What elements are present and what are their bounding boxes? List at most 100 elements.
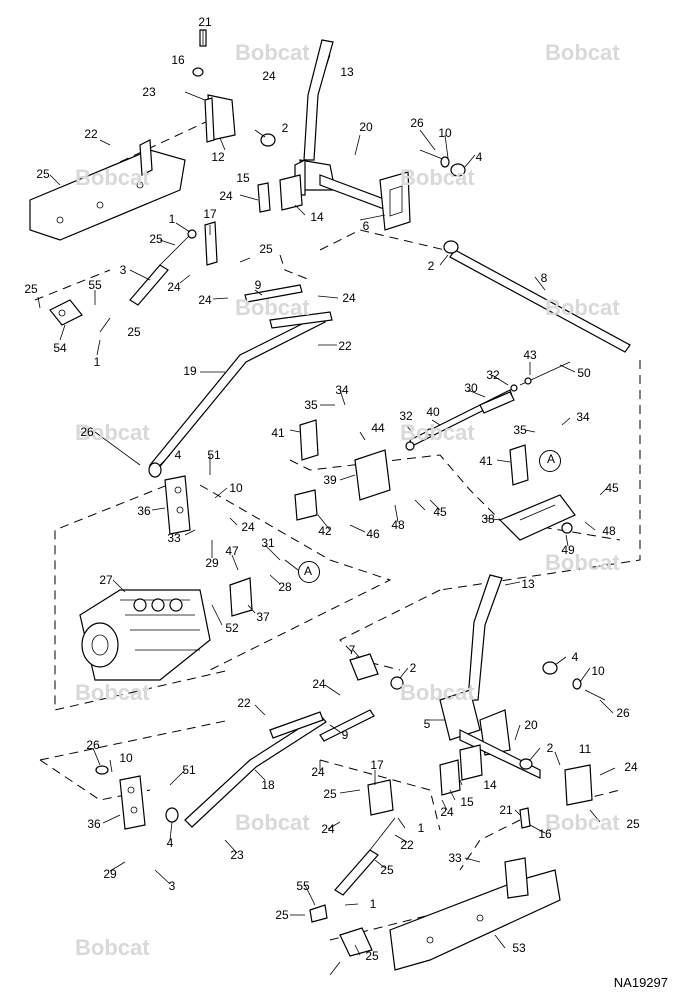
link-9-lower: [319, 709, 375, 742]
gas-spring-lower: [309, 779, 396, 923]
callout-label: 25: [24, 282, 38, 296]
callout-label: 25: [259, 242, 273, 256]
watermark: Bobcat: [545, 295, 620, 320]
watermark: Bobcat: [400, 420, 475, 445]
callout-label: 15: [460, 795, 474, 809]
callout-label: 29: [205, 556, 219, 570]
control-lever-upper: [294, 39, 411, 231]
callout-label: 12: [211, 150, 225, 164]
callout-label: 9: [341, 728, 349, 742]
callout-label: 25: [36, 167, 50, 181]
callout-label: 33: [448, 851, 462, 865]
reference-marker-a: [298, 561, 320, 583]
callout-label: 24: [312, 677, 326, 691]
callout-label: 14: [483, 778, 497, 792]
bolt-washer-bushing-lower: [542, 661, 606, 701]
watermark: Bobcat: [545, 550, 620, 575]
callout-label: 10: [229, 481, 243, 495]
callout-label: 35: [304, 398, 318, 412]
watermark: Bobcat: [400, 165, 475, 190]
callout-label: 4: [475, 150, 483, 164]
callout-label: 1: [369, 897, 377, 911]
bracket-36-lower: [95, 765, 179, 830]
callout-label: 25: [275, 908, 289, 922]
callout-label: 41: [271, 426, 285, 440]
callout-label: 24: [167, 280, 181, 294]
callout-label: 10: [591, 664, 605, 678]
callout-label: 13: [521, 577, 535, 591]
callout-label: 50: [577, 366, 591, 380]
brackets-15-14: [257, 174, 303, 213]
callout-label: 26: [410, 116, 424, 130]
callout-label: 24: [311, 765, 325, 779]
callout-label: 21: [499, 803, 513, 817]
callout-label: 43: [523, 348, 537, 362]
callout-label: 45: [605, 481, 619, 495]
callout-label: 42: [318, 524, 332, 538]
callout-label: 16: [171, 53, 185, 67]
callout-label: 30: [464, 381, 478, 395]
callout-label: 24: [219, 189, 233, 203]
cable-assembly: [405, 361, 571, 451]
callout-label: 15: [236, 171, 250, 185]
callout-label: 1: [417, 821, 425, 835]
callout-label: 26: [86, 738, 100, 752]
callout-label: 48: [391, 518, 405, 532]
callout-label: 8: [540, 271, 548, 285]
callout-label: 47: [225, 544, 239, 558]
watermark: Bobcat: [235, 40, 310, 65]
callout-label: 22: [84, 127, 98, 141]
callout-label: 23: [142, 85, 156, 99]
callout-label: 22: [400, 838, 414, 852]
callout-label: 22: [338, 339, 352, 353]
callout-label: 26: [80, 425, 94, 439]
callout-label: 14: [310, 210, 324, 224]
watermark: Bobcat: [75, 420, 150, 445]
callout-label: 17: [370, 758, 384, 772]
control-rod-18: [184, 711, 327, 828]
callout-label: 5: [423, 717, 431, 731]
callout-label: 17: [203, 207, 217, 221]
callout-label: 22: [237, 696, 251, 710]
watermark: Bobcat: [75, 680, 150, 705]
callout-label: 11: [578, 742, 592, 756]
callout-label: 9: [254, 278, 262, 292]
callout-label: 55: [296, 879, 310, 893]
callout-label: 24: [624, 760, 638, 774]
callout-label: 36: [87, 817, 101, 831]
callout-label: 24: [262, 69, 276, 83]
watermark: Bobcat: [545, 810, 620, 835]
figure-id: NA19297: [613, 975, 668, 990]
callout-label: 1: [168, 212, 176, 226]
callout-label: 21: [198, 15, 212, 29]
callout-label: 35: [513, 423, 527, 437]
callout-label: 2: [546, 741, 554, 755]
callout-label: 25: [626, 817, 640, 831]
callout-label: 2: [427, 259, 435, 273]
callout-label: 49: [561, 543, 575, 557]
callout-label: 4: [571, 650, 579, 664]
callout-label: 51: [182, 763, 196, 777]
callout-label: 10: [119, 751, 133, 765]
callout-label: 13: [340, 65, 354, 79]
callout-label: 38: [481, 512, 495, 526]
callout-label: 25: [365, 949, 379, 963]
callout-label: 48: [602, 524, 616, 538]
callout-label: 33: [167, 531, 181, 545]
watermark: Bobcat: [235, 295, 310, 320]
callout-label: 55: [88, 278, 102, 292]
callout-label: 44: [371, 421, 385, 435]
bracket-54: [49, 299, 83, 326]
callout-label: 29: [103, 867, 117, 881]
callout-label: 34: [576, 410, 590, 424]
shaft-8: [443, 240, 631, 353]
callout-label: 20: [359, 120, 373, 134]
callout-label: 54: [53, 341, 67, 355]
frame-bracket-upper: [29, 139, 186, 241]
plate-38: [498, 494, 576, 541]
callout-label: 53: [512, 941, 526, 955]
callout-label: 19: [183, 364, 197, 378]
watermark: Bobcat: [545, 40, 620, 65]
callout-label: 20: [524, 718, 538, 732]
